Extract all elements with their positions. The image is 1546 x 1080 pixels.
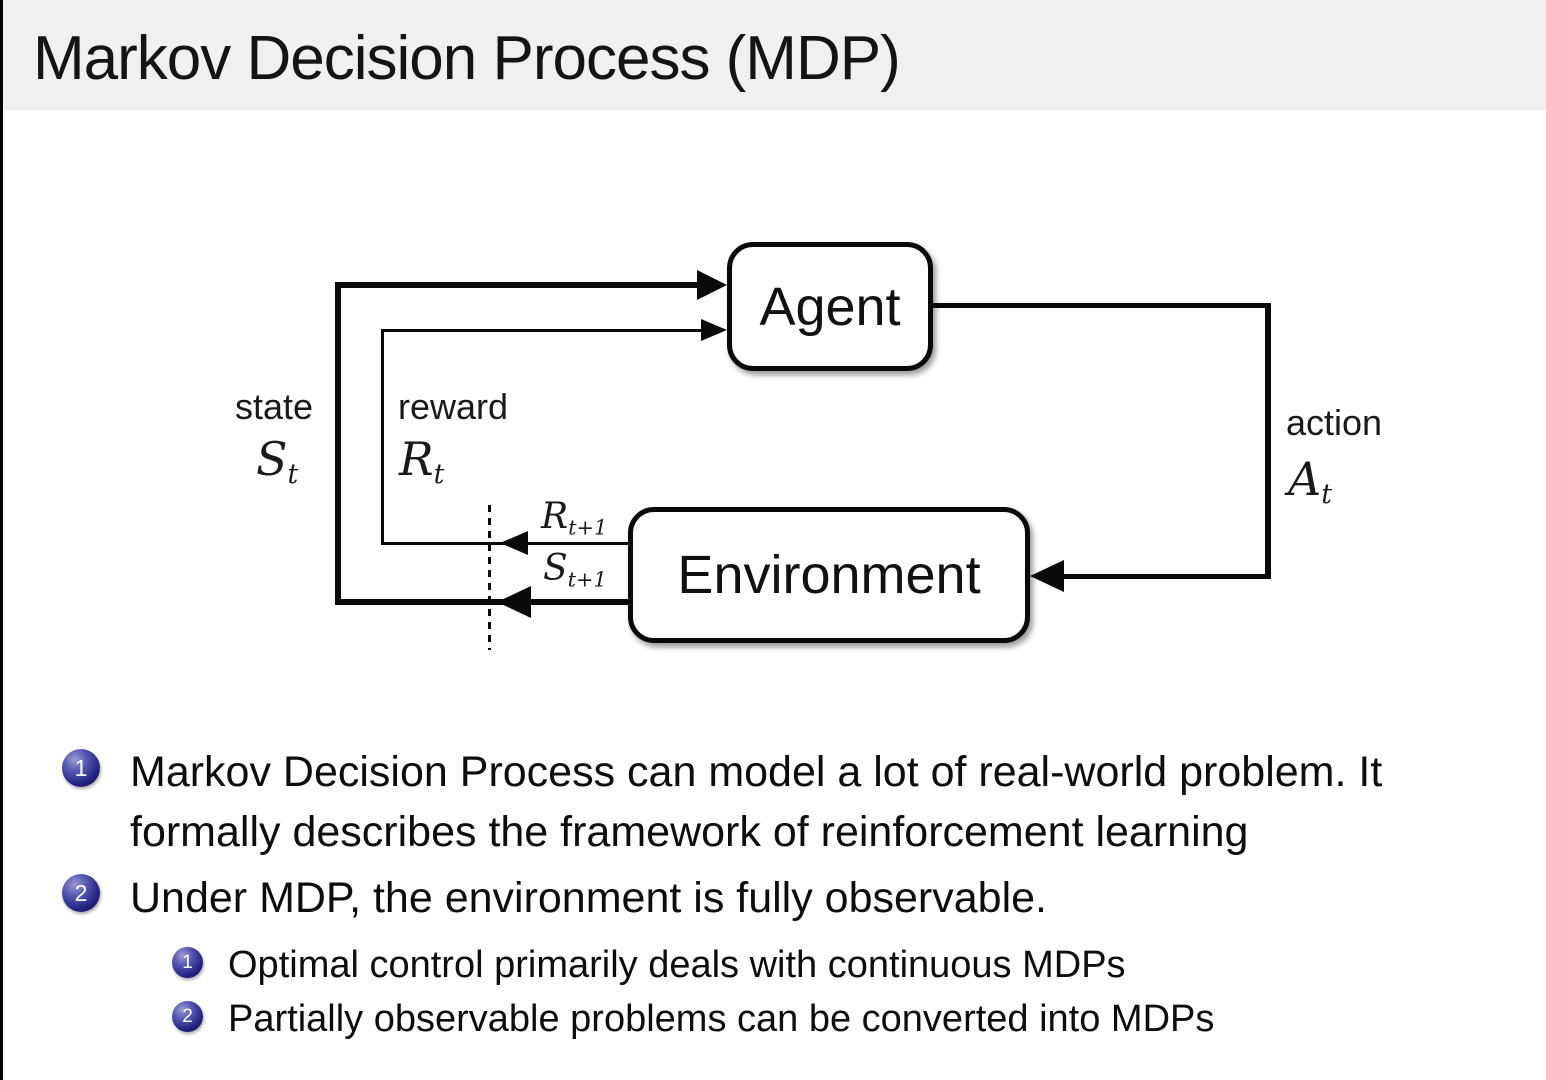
state-line-vertical: [335, 285, 341, 605]
agent-box: Agent: [727, 242, 933, 371]
timestep-dashed-line: [488, 505, 491, 650]
reward-line-vertical: [381, 330, 384, 544]
environment-box: Environment: [628, 507, 1030, 643]
sub-bullet-2-text: Partially observable problems can be con…: [228, 998, 1215, 1040]
slide-title: Markov Decision Process (MDP): [33, 24, 901, 93]
action-symbol: At: [1288, 452, 1332, 510]
state-line-top: [335, 282, 697, 288]
reward-arrowhead-into-agent: [701, 319, 727, 341]
environment-label: Environment: [677, 545, 981, 605]
next-reward-arrowhead: [500, 531, 528, 555]
next-reward-symbol: Rt+1: [541, 496, 608, 540]
reward-line-top: [381, 329, 701, 332]
next-state-symbol: St+1: [543, 548, 607, 592]
reward-label: reward: [398, 386, 509, 427]
sub-bullet-2-number-ball: 2: [172, 1001, 203, 1032]
next-state-arrowhead: [497, 586, 531, 618]
action-label: action: [1286, 402, 1383, 443]
state-symbol: St: [256, 432, 299, 490]
action-line-vertical: [1265, 303, 1271, 579]
sub-bullet-1-text: Optimal control primarily deals with con…: [228, 944, 1126, 986]
screenshot-left-border: [0, 0, 3, 1080]
bullet-1-number-ball: 1: [62, 749, 100, 787]
bullet-2-text: Under MDP, the environment is fully obse…: [130, 874, 1047, 922]
sub-bullet-1-number-ball: 1: [172, 947, 203, 978]
bullet-1-text: Markov Decision Process can model a lot …: [130, 748, 1383, 856]
reward-symbol: Rt: [399, 432, 445, 490]
state-arrowhead-into-agent: [697, 270, 727, 300]
slide-header: Markov Decision Process (MDP): [3, 0, 1546, 110]
next-state-line-bottom: [335, 599, 628, 605]
agent-label: Agent: [759, 276, 901, 337]
bullet-2-number-ball: 2: [62, 874, 100, 912]
action-arrowhead-into-environment: [1030, 560, 1064, 592]
state-label: state: [235, 386, 314, 427]
action-line-bottom: [1060, 574, 1271, 579]
action-line-top: [933, 303, 1271, 308]
